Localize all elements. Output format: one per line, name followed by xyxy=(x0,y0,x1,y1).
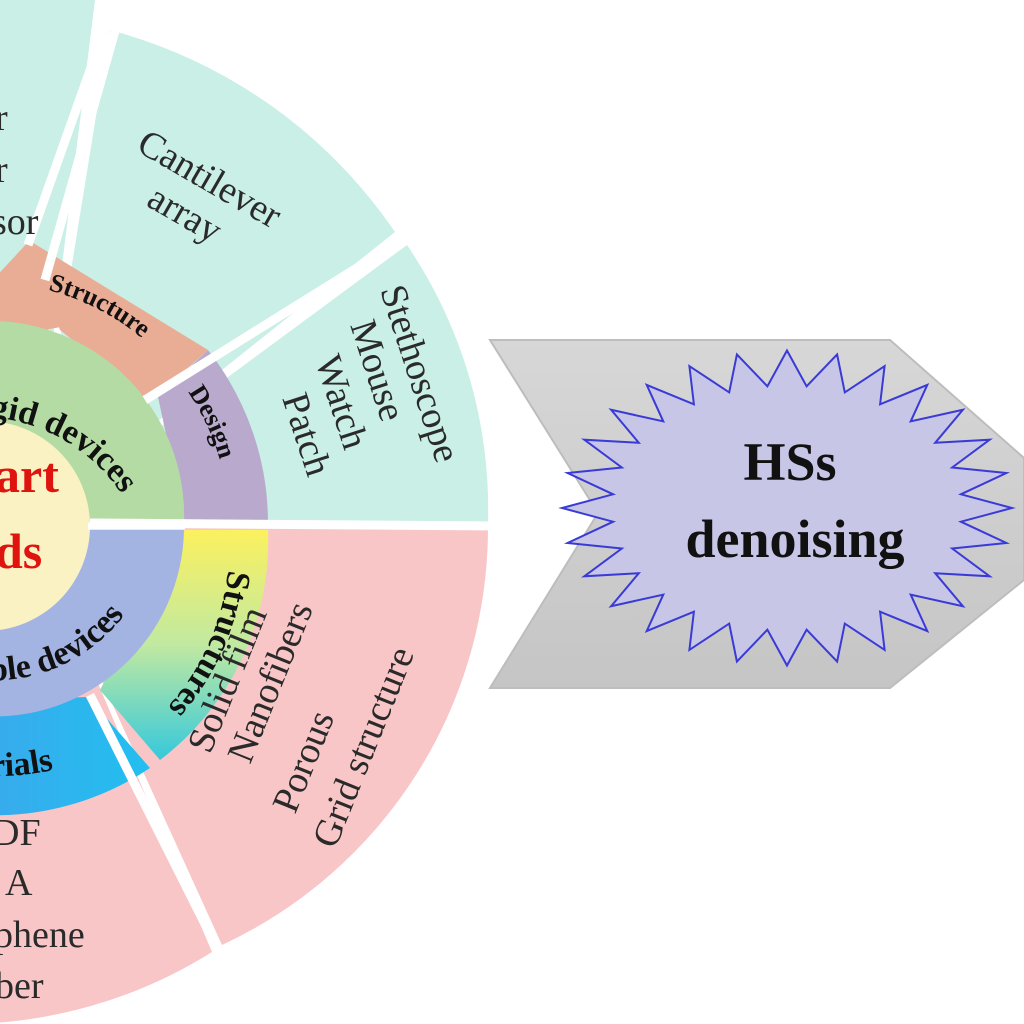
middle-ring xyxy=(0,240,269,816)
outer-top-left-line-3: sor xyxy=(0,201,39,243)
outer-top-left-line-1: r xyxy=(0,97,8,139)
center-line-1: art xyxy=(0,447,59,503)
segment-design xyxy=(158,350,268,523)
outer-top-left-line-2: r xyxy=(0,149,8,191)
arrow-line-2: denoising xyxy=(685,509,904,569)
starburst-shape xyxy=(558,348,1016,668)
segment-materials xyxy=(0,697,150,816)
material-line-4: ber xyxy=(0,965,44,1007)
segment-structures xyxy=(100,530,269,760)
material-line-3: phene xyxy=(0,914,85,956)
center-circle xyxy=(0,422,90,630)
materials-label: rials xyxy=(0,741,55,784)
material-line-1: DF xyxy=(0,812,41,854)
center-line-2: ds xyxy=(0,523,42,579)
arrow-line-1: HSs xyxy=(743,432,836,492)
segment-structure xyxy=(30,241,208,402)
material-line-2: A xyxy=(5,862,33,904)
